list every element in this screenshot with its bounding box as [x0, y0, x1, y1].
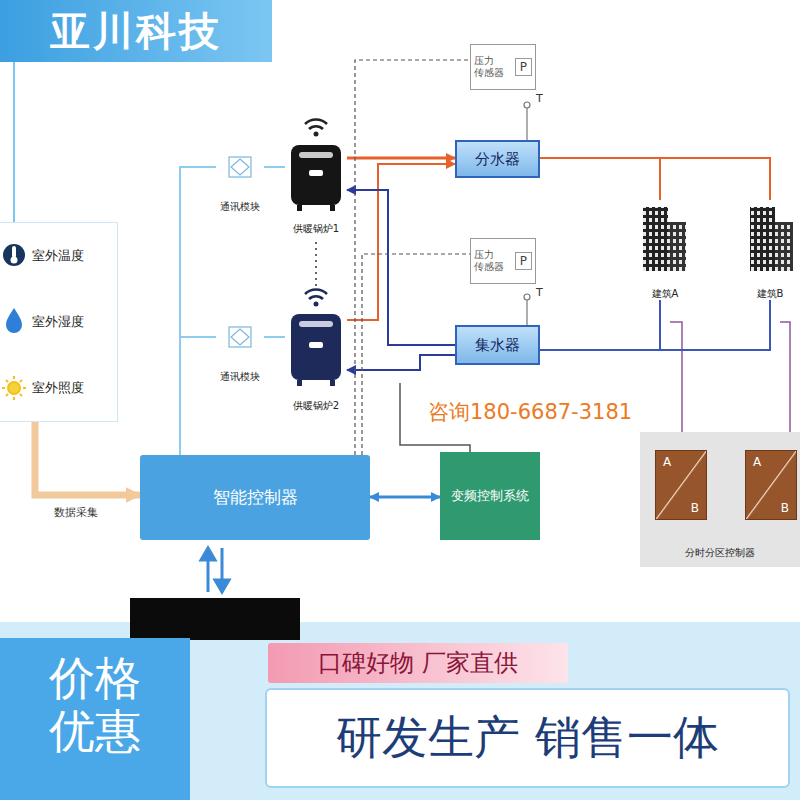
node-text: P	[515, 58, 532, 76]
node-text: 供暖锅炉1	[293, 223, 339, 235]
contact-watermark: 咨询180-6687-3181	[428, 398, 632, 426]
promo-badge: 价格 优惠	[0, 638, 190, 800]
node-text: 通讯模块	[220, 201, 260, 213]
pipe-connector	[540, 300, 770, 350]
valve-wire	[670, 322, 790, 440]
node-text: 口碑好物 厂家直供	[318, 647, 518, 679]
bottom-ground	[0, 622, 800, 800]
brand-banner: 亚川科技	[0, 0, 272, 62]
boiler: 供暖锅炉1	[285, 140, 347, 235]
sensor-tag: T	[536, 286, 543, 299]
boiler-icon	[291, 290, 341, 386]
boiler: 供暖锅炉2	[285, 300, 347, 412]
promo-ribbon: 口碑好物 厂家直供	[268, 643, 568, 683]
node-text: 建筑A	[652, 288, 679, 300]
node-text: 压力 传感器	[474, 249, 506, 273]
pipe-connector	[264, 336, 285, 338]
comm-module: 通讯模块	[216, 157, 264, 213]
pipe-connector	[347, 164, 455, 320]
comm-module: 通讯模块	[216, 327, 264, 383]
node-text: A	[663, 455, 671, 469]
node-text: B	[691, 501, 699, 515]
node-text: 通讯模块	[220, 371, 260, 383]
node-text: 室外照度	[32, 379, 84, 397]
building-icon	[643, 207, 793, 271]
edge-label: 数据采集	[52, 505, 100, 520]
manifold-box: 分水器	[455, 140, 540, 178]
node-text: 室外湿度	[32, 313, 84, 331]
pipe-connector	[180, 167, 216, 455]
sensor-stub	[524, 102, 530, 325]
node-text: 变频控制系统	[451, 487, 529, 505]
pipe-connector	[540, 158, 660, 200]
sensor-tag: T	[536, 92, 543, 105]
pipe-connector	[347, 355, 455, 370]
sensor-panel: 室外温度室外湿度室外照度	[0, 222, 118, 422]
humidity-icon	[6, 308, 22, 333]
temperature-icon	[3, 244, 25, 266]
building: 建筑A	[635, 200, 695, 300]
pressure-sensor: 压力 传感器 P	[470, 44, 536, 90]
node-text: 压力 传感器	[474, 55, 506, 79]
node-text: 分水器	[475, 150, 520, 169]
zone-controller: AB	[745, 450, 797, 520]
node-text: 室外温度	[32, 247, 84, 265]
comm-module-icon	[229, 157, 251, 347]
pipe-connector	[180, 337, 216, 455]
pipe-connector	[347, 190, 455, 345]
node-text: B	[781, 501, 789, 515]
zone-band: 分时分区控制器ABAB	[640, 432, 800, 567]
controller-box: 智能控制器	[140, 455, 370, 540]
black-panel	[130, 598, 300, 640]
pipe-connector	[355, 60, 470, 455]
pipe-connector	[540, 158, 770, 200]
omitted-marker	[315, 242, 317, 290]
boiler-icon	[291, 120, 341, 211]
node-text: P	[515, 252, 532, 270]
pipe-connector	[264, 166, 285, 168]
node-text: 研发生产 销售一体	[336, 707, 719, 769]
pipe-connector	[347, 157, 455, 160]
node-text: 亚川科技	[50, 4, 222, 59]
node-text: 智能控制器	[213, 486, 298, 509]
node-text: 分时分区控制器	[685, 547, 755, 559]
sun-icon	[2, 376, 26, 400]
node-text: A	[753, 455, 761, 469]
promo-box: 研发生产 销售一体	[265, 688, 790, 788]
pipe-connector	[362, 254, 470, 455]
node-text: 价格 优惠	[45, 652, 145, 758]
node-text: 建筑B	[757, 288, 784, 300]
frame-line	[13, 62, 15, 222]
vfd-box: 变频控制系统	[440, 452, 540, 540]
zone-controller: AB	[655, 450, 707, 520]
pipe-connector	[370, 496, 440, 499]
pressure-sensor: 压力 传感器 P	[470, 238, 536, 284]
node-text: 集水器	[475, 336, 520, 355]
pipe-connector	[540, 300, 660, 350]
double-arrow	[201, 548, 229, 592]
manifold-box: 集水器	[455, 325, 540, 365]
node-text: 供暖锅炉2	[293, 400, 339, 412]
pipe-connector	[35, 422, 140, 495]
building: 建筑B	[742, 200, 798, 300]
